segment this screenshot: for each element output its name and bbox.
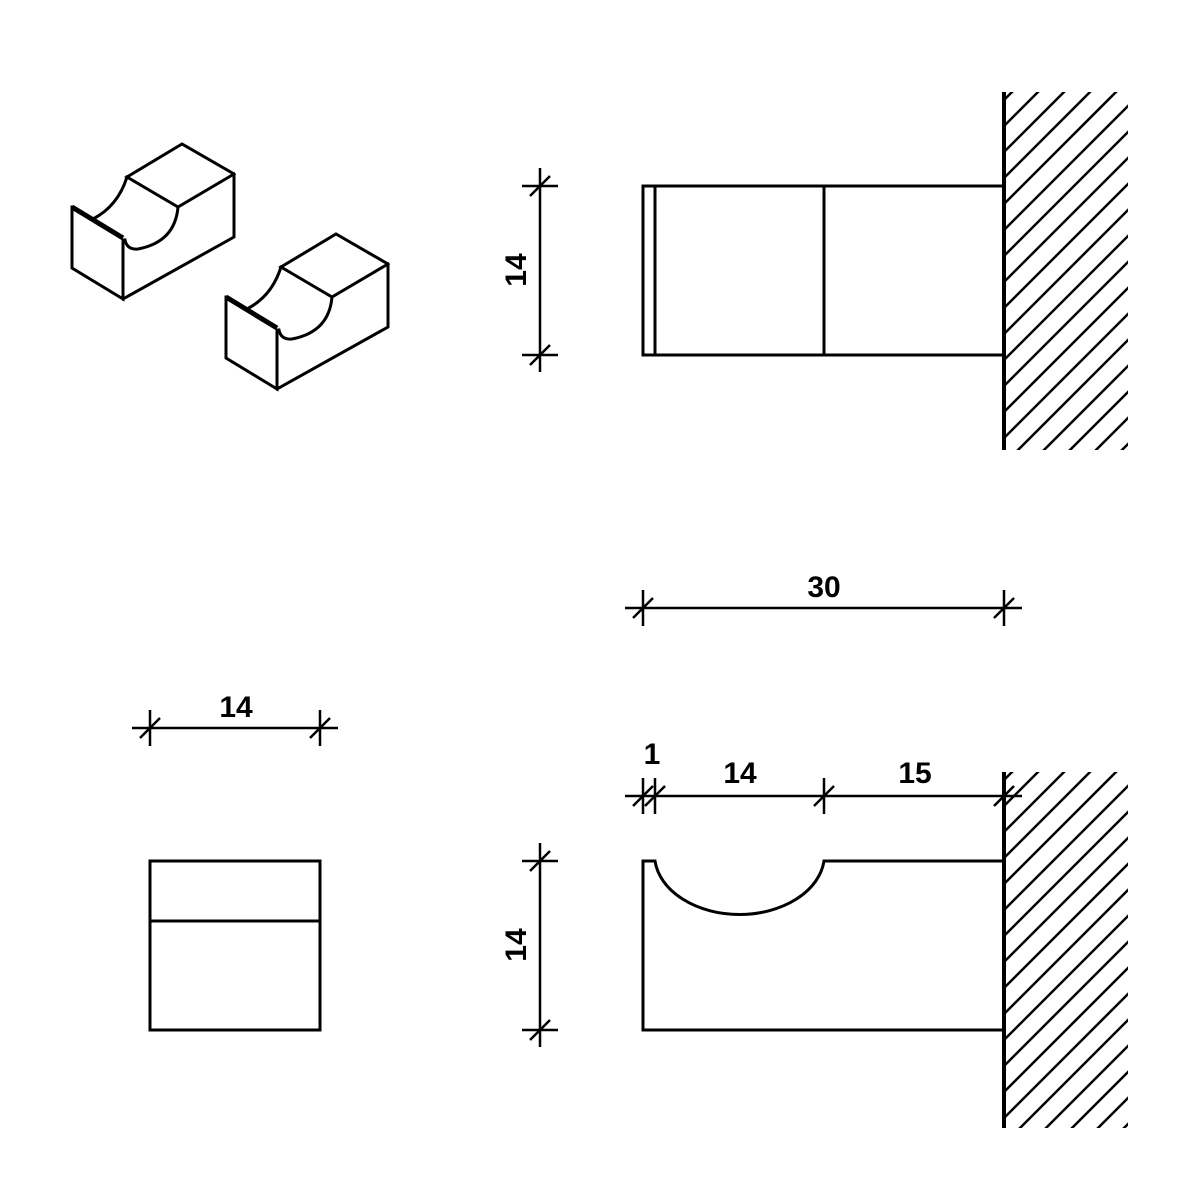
hatch-line	[1004, 130, 1128, 257]
hatch-line	[1004, 92, 1118, 205]
hatch-line	[1120, 442, 1128, 450]
dimension-end-width: 14	[132, 691, 338, 746]
hatch-line	[1004, 92, 1040, 127]
hatch-line	[1004, 772, 1118, 885]
hatch-line	[1004, 888, 1128, 1015]
wall-hatching	[1004, 92, 1128, 450]
dimension-side-chain: 1 14 15	[625, 738, 1022, 814]
hatch-line	[1004, 208, 1128, 335]
dimension-top-height: 14	[500, 168, 558, 372]
hatch-line	[1004, 772, 1040, 807]
wall-hatching	[1004, 772, 1128, 1128]
hatch-line	[1004, 940, 1128, 1067]
hatch-line	[1004, 92, 1066, 153]
dim-label-lip: 1	[644, 738, 661, 771]
dimension-side-height: 14	[500, 843, 558, 1047]
hatch-line	[1004, 784, 1128, 911]
hatch-line	[1016, 338, 1128, 450]
wall-top	[1002, 92, 1128, 450]
hatch-line	[1004, 260, 1128, 387]
end-view	[148, 859, 322, 1032]
top-view	[641, 184, 1006, 357]
dim-label: 14	[219, 691, 253, 724]
hatch-line	[1096, 1096, 1128, 1128]
dim-label: 14	[500, 253, 533, 287]
dimension-overall-length: 30	[625, 571, 1022, 626]
hatch-line	[1004, 234, 1128, 361]
hatch-line	[1042, 364, 1128, 450]
isometric-hook-2	[224, 232, 391, 392]
hatch-line	[1004, 92, 1014, 101]
hatch-line	[1004, 286, 1128, 413]
hatch-line	[1004, 772, 1014, 781]
hatch-line	[1018, 1018, 1128, 1128]
wall-bottom	[1002, 772, 1128, 1128]
dim-label-notch: 14	[723, 757, 757, 790]
hatch-line	[1004, 966, 1128, 1093]
hatch-line	[1004, 810, 1128, 937]
hatch-line	[1004, 772, 1092, 859]
side-view	[641, 859, 1006, 1032]
hatch-line	[1004, 312, 1128, 439]
hatch-line	[1004, 156, 1128, 283]
hatch-line	[1004, 92, 1092, 179]
hatch-line	[1004, 862, 1128, 989]
hatch-line	[1122, 1122, 1128, 1128]
dim-label: 14	[500, 928, 533, 962]
hatch-line	[1004, 182, 1128, 309]
dim-label-shank: 15	[898, 757, 931, 790]
isometric-hook-1	[70, 142, 237, 302]
hatch-line	[1004, 772, 1066, 833]
hatch-line	[1004, 104, 1128, 231]
hatch-line	[1094, 416, 1128, 450]
hatch-line	[1068, 390, 1128, 450]
hatch-line	[1044, 1044, 1128, 1128]
hatch-line	[1004, 836, 1128, 963]
hatch-line	[1004, 914, 1128, 1041]
hatch-line	[1004, 992, 1128, 1119]
hatch-line	[1070, 1070, 1128, 1128]
dim-label: 30	[807, 571, 840, 604]
